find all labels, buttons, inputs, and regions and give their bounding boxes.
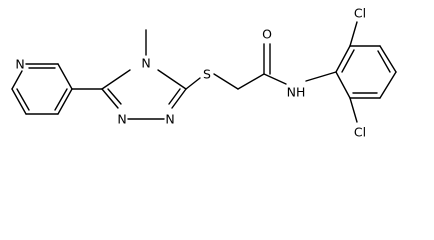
bond-aryl-c1-c2-double-inner	[341, 49, 355, 73]
bond-aryl-cl-bottom	[349, 97, 358, 123]
bond-pyridine-c5-c6-double	[11, 88, 27, 115]
bond-aryl-c3-c4-double	[379, 45, 397, 73]
molecule-structure-diagram: N N N N S O NH Cl Cl	[11, 6, 397, 140]
bond-carbonyl-nh	[263, 73, 287, 85]
atom-chlorine-bottom: Cl	[354, 125, 366, 140]
atom-pyridine-n: N	[15, 57, 24, 72]
bond-sulfur-ch2	[213, 73, 239, 90]
atom-carbonyl-oxygen: O	[262, 27, 272, 42]
bond-nh-aryl	[305, 71, 337, 82]
bond-pyridine-c5-c6-double-inner	[16, 88, 30, 111]
bond-aryl-c6-c1	[335, 71, 351, 99]
bond-triazole-c5-n1-double	[101, 88, 119, 109]
atom-triazole-n4: N	[141, 56, 150, 71]
bond-ch2-carbonyl	[237, 73, 265, 90]
atom-chlorine-top: Cl	[354, 6, 366, 21]
atom-amide-nh: NH	[287, 85, 306, 100]
atom-sulfur: S	[203, 67, 211, 82]
atom-triazole-n2: N	[165, 112, 174, 127]
bond-triazole-c5-n4	[101, 69, 131, 90]
bond-triazole-c3-n4	[157, 69, 187, 90]
bond-c3-sulfur	[185, 77, 201, 90]
bond-triazole-n2-c3-double	[171, 88, 187, 109]
bond-layer	[11, 21, 397, 123]
bond-aryl-c1-c2-double	[335, 45, 351, 73]
bond-pyridine-c6-n	[11, 70, 23, 90]
bond-aryl-c3-c4-double-inner	[377, 50, 391, 73]
bond-pyridine-c3-c4-double	[57, 88, 73, 115]
bond-triazole-c5-n1-double-inner	[107, 88, 122, 105]
bond-triazole-n2-c3-double-inner	[168, 88, 181, 105]
bond-pyridine-c3-c4-double-inner	[54, 88, 68, 111]
atom-triazole-n1: N	[117, 112, 126, 127]
atom-label-layer: N N N N S O NH Cl Cl	[15, 6, 366, 140]
bond-pyridine-c2-c3	[57, 63, 73, 90]
bond-aryl-cl-top	[349, 21, 358, 47]
bond-aryl-c4-c5	[379, 71, 397, 99]
